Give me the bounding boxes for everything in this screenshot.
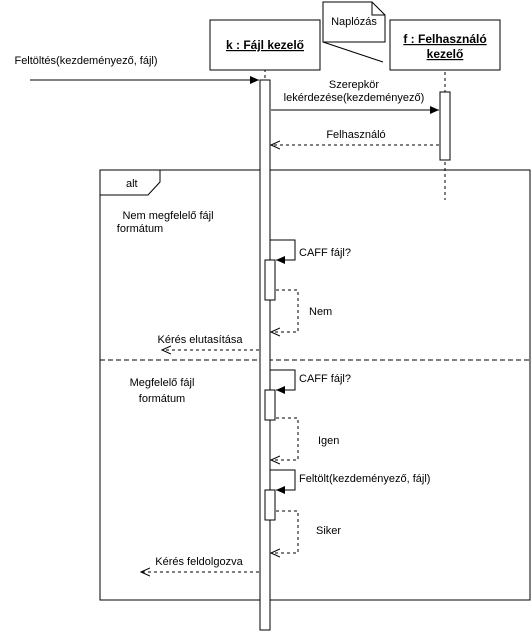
guard-nem-megfelelo-line2: formátum xyxy=(117,223,163,235)
participant-k-label: k : Fájl kezelő xyxy=(226,38,304,52)
self-call-caff-check-2-label: CAFF fájl? xyxy=(299,373,351,385)
note-label: Naplózás xyxy=(331,16,377,28)
message-upload: Feltöltés(kezdeményező, fájl) xyxy=(14,55,259,84)
alt-keyword: alt xyxy=(126,178,138,190)
message-role-query-line1: Szerepkör xyxy=(329,79,379,91)
self-call-caff-check-1: CAFF fájl? Nem xyxy=(264,239,351,332)
return-user: Felhasználó xyxy=(271,129,439,145)
answer-no-label: Nem xyxy=(309,306,332,318)
return-reject-label: Kérés elutasítása xyxy=(158,334,244,346)
f-activation xyxy=(439,91,451,161)
self-call-caff-check-2: CAFF fájl? Igen xyxy=(264,369,351,460)
guard-megfelelo-line1: Megfelelő fájl xyxy=(130,377,195,389)
self-call-do-upload-label: Feltölt(kezdeményező, fájl) xyxy=(299,473,430,485)
message-upload-label: Feltöltés(kezdeményező, fájl) xyxy=(14,55,157,67)
note-naplozas: Naplózás xyxy=(322,1,386,63)
guard-nem-megfelelo-line1: Nem megfelelő fájl xyxy=(122,210,213,222)
participant-f-label-line2: kezelő xyxy=(427,47,464,61)
participant-f-label-line1: f : Felhasználó xyxy=(403,32,486,46)
participant-f: f : Felhasználó kezelő xyxy=(389,19,501,71)
return-processed: Kérés feldolgozva xyxy=(141,556,259,572)
guard-megfelelo-line2: formátum xyxy=(139,393,185,405)
answer-yes-label: Igen xyxy=(318,435,339,447)
return-reject: Kérés elutasítása xyxy=(158,334,259,350)
participant-k: k : Fájl kezelő xyxy=(209,19,321,71)
return-user-label: Felhasználó xyxy=(326,129,385,141)
message-role-query: Szerepkör lekérdezése(kezdeményező) xyxy=(271,79,439,114)
self-call-caff-check-1-label: CAFF fájl? xyxy=(299,247,351,259)
return-processed-label: Kérés feldolgozva xyxy=(155,556,243,568)
answer-success-label: Siker xyxy=(316,525,341,537)
k-activation-main xyxy=(259,79,271,631)
alt-fragment: alt Nem megfelelő fájl formátum Megfelel… xyxy=(99,169,531,601)
message-role-query-line2: lekérdezése(kezdeményező) xyxy=(284,92,425,104)
self-call-do-upload: Feltölt(kezdeményező, fájl) Siker xyxy=(264,469,430,553)
